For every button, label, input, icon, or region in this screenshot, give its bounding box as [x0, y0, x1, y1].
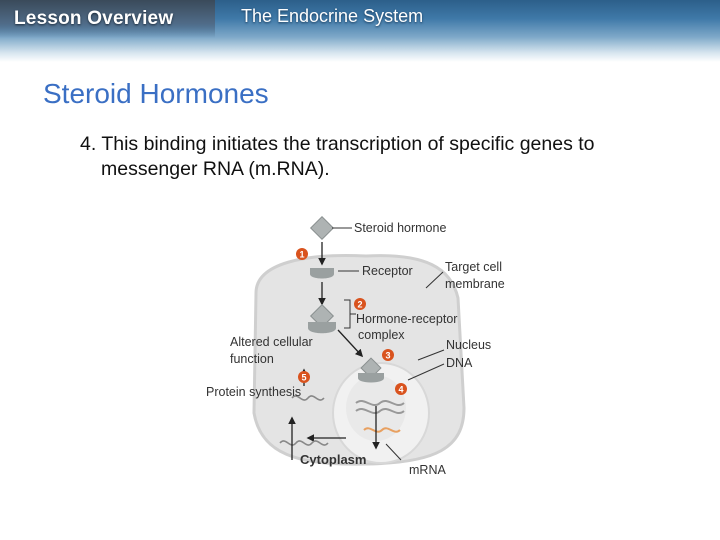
leader-line: [417, 349, 445, 361]
leader-line: [385, 443, 402, 461]
header-section-tab: [0, 0, 215, 38]
step-3-badge: 3: [382, 349, 394, 361]
step-4-badge: 4: [395, 383, 407, 395]
label-function: function: [230, 352, 274, 366]
receptor-shape: [310, 268, 334, 279]
hormone-receptor-complex: [309, 303, 335, 329]
label-mrna: mRNA: [409, 463, 446, 477]
body-line-2: messenger RNA (m.RNA).: [101, 158, 330, 180]
label-altered-cellular: Altered cellular: [230, 335, 313, 349]
steroid-hormone-diagram: 1 2 3 4 5 Steroid hormone Receptor Targe…: [206, 215, 505, 477]
label-complex: complex: [358, 328, 405, 342]
step-2-badge: 2: [354, 298, 366, 310]
topic-title: The Endocrine System: [241, 6, 424, 26]
label-membrane: membrane: [445, 277, 505, 291]
dna-strand-2: [355, 408, 405, 414]
svg-text:5: 5: [301, 373, 306, 383]
label-steroid-hormone: Steroid hormone: [354, 221, 446, 235]
arrow-3: [337, 329, 364, 358]
body-line-1: 4. This binding initiates the transcript…: [80, 133, 595, 155]
leader-line: [425, 271, 444, 289]
label-dna: DNA: [446, 356, 473, 370]
steroid-hormone-molecule: [309, 215, 335, 241]
label-hormone-receptor: Hormone-receptor: [356, 312, 457, 326]
slide-body: 4. This binding initiates the transcript…: [80, 132, 690, 182]
dna-strand: [355, 400, 405, 406]
mrna-strand: [363, 427, 401, 433]
svg-text:2: 2: [357, 300, 362, 310]
slide-title: Steroid Hormones: [43, 78, 269, 109]
svg-text:4: 4: [398, 385, 403, 395]
step-5-badge: 5: [298, 371, 310, 383]
leader-line: [407, 363, 445, 381]
protein-chain-2: [291, 395, 325, 401]
svg-text:1: 1: [299, 250, 304, 260]
label-protein-synthesis: Protein synthesis: [206, 385, 301, 399]
protein-chain: [279, 440, 329, 446]
label-nucleus: Nucleus: [446, 338, 491, 352]
lesson-overview-label: Lesson Overview: [14, 8, 174, 29]
label-target-cell: Target cell: [445, 260, 502, 274]
complex-receptor: [308, 322, 336, 334]
nuclear-complex: [360, 357, 382, 379]
step-1-badge: 1: [296, 248, 308, 260]
header-bar: Lesson Overview The Endocrine System: [0, 0, 720, 62]
label-receptor: Receptor: [362, 264, 413, 278]
label-cytoplasm: Cytoplasm: [300, 452, 366, 467]
svg-text:3: 3: [385, 351, 390, 361]
nuclear-complex-receptor: [358, 373, 384, 383]
